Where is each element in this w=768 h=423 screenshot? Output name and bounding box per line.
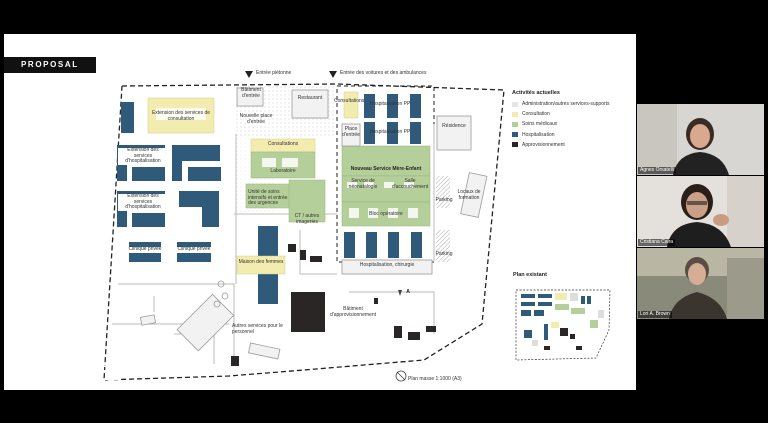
center-for-architecture-logo: CENTER FOR ARCHITECTURE <box>17 363 120 391</box>
label-batiment-entree: Bâtiment d'entrée <box>241 87 261 99</box>
legend-swatch <box>512 101 518 107</box>
label-consultations-small: Consultations <box>334 98 365 104</box>
legend-swatch <box>512 142 518 148</box>
label-nouveau-service: Nouveau Service Mère-Enfant <box>350 166 422 172</box>
participant-video <box>637 104 764 175</box>
legend-swatch <box>512 111 518 117</box>
label-hospitalisation-chirurgie: Hospitalisation, chirurgie <box>359 262 415 268</box>
label-soins-intensifs: Unité de soins intensifs et entrée des u… <box>248 189 288 206</box>
participant-tile-1[interactable]: Agnes Orsatelli <box>637 104 764 175</box>
label-bloc-operatoire: Bloc opératoire <box>369 211 403 217</box>
label-hospitalisation-pp-2: Hospitalisation PP <box>369 129 411 135</box>
label-parking-1: Parking <box>435 197 453 203</box>
legend-swatch <box>512 132 518 138</box>
label-restaurant: Restaurant <box>297 95 323 101</box>
logo-word-center: CENTER <box>17 363 71 378</box>
vehicle-entrance-label: Entrée des voitures et des ambulances <box>340 70 427 76</box>
legend-label: Approvisionnement <box>522 141 565 148</box>
label-extension-hospitalisation-2: Extension des services d'hospitalisation <box>118 193 168 211</box>
label-extension-hospitalisation-1: Extension des services d'hospitalisation <box>118 147 168 165</box>
label-hospitalisation-pp-1: Hospitalisation PP <box>369 101 411 107</box>
legend: Activités actuelles Administration/autre… <box>512 90 630 152</box>
label-parking-2: Parking <box>435 251 453 257</box>
label-batiment-approvisionnement: Bâtiment d'approvisionnement <box>330 306 376 318</box>
legend-title: Activités actuelles <box>512 90 560 96</box>
label-service-neonatalogie: Service de néonatalogie <box>348 178 378 190</box>
participant-tile-2[interactable]: Cristiana Caira <box>637 176 764 247</box>
legend-item-soins-medicaux: Soins médicaux <box>512 121 630 127</box>
label-nouvelle-place: Nouvelle place d'entrée <box>239 113 273 125</box>
label-extension-consultation: Extension des services de consultation <box>151 110 211 122</box>
legend-item-consultation: Consultation <box>512 111 630 117</box>
site-plan <box>103 71 611 382</box>
label-a-marker: A <box>406 289 410 295</box>
existing-plan-thumbnail <box>515 289 611 361</box>
participant-name: Cristiana Caira <box>638 239 676 246</box>
logo-word-architecture: ARCHITECTURE <box>17 376 120 391</box>
participant-video <box>637 176 764 247</box>
participant-tile-3[interactable]: Lori A. Brown <box>637 248 764 319</box>
legend-label: Soins médicaux <box>522 121 558 128</box>
legend-swatch <box>512 121 518 127</box>
participant-name: Agnes Orsatelli <box>638 167 676 174</box>
pedestrian-entrance-arrow <box>245 71 253 78</box>
label-locaux-formation: Locaux de formation <box>457 189 481 201</box>
label-maison-femmes: Maison des femmes <box>238 259 284 265</box>
logo-word-for: FOR <box>81 363 109 378</box>
vehicle-entrance-arrow <box>329 71 337 78</box>
label-autres-services: Autres services pour le personnel <box>232 323 283 335</box>
legend-item-administration: Administration/autres services-supports <box>512 101 630 107</box>
label-salle-accouchement: Salle d'accouchement <box>391 178 429 190</box>
label-clinique-privee-1: Clinique privée <box>128 246 162 253</box>
legend-label: Administration/autres services-supports <box>522 101 610 107</box>
participant-name: Lori A. Brown <box>638 311 672 318</box>
scale-note: Plan masse 1:1000 (A3) <box>408 376 462 382</box>
legend-label: Hospitalisation <box>522 131 555 138</box>
label-laboratoire: Laboratoire <box>270 168 296 174</box>
label-consultations: Consultations <box>267 141 299 147</box>
label-place-entree: Place d'entrée <box>342 126 360 138</box>
site-boundary <box>103 83 505 381</box>
label-ct-imagerie: CT / autres imageries <box>294 213 320 225</box>
presentation-slide: PROPOSAL <box>4 34 636 390</box>
legend-item-hospitalisation: Hospitalisation <box>512 132 630 138</box>
legend-label: Consultation <box>522 111 550 118</box>
existing-plan-title: Plan existant <box>513 272 547 278</box>
label-clinique-privee-2: Clinique privée <box>176 246 212 253</box>
proposal-tag: PROPOSAL <box>4 57 96 73</box>
pedestrian-entrance-label: Entrée piétonne <box>256 70 292 76</box>
legend-item-approvisionnement: Approvisionnement <box>512 142 630 148</box>
participant-video <box>637 248 764 319</box>
label-residence: Résidence <box>442 123 466 129</box>
